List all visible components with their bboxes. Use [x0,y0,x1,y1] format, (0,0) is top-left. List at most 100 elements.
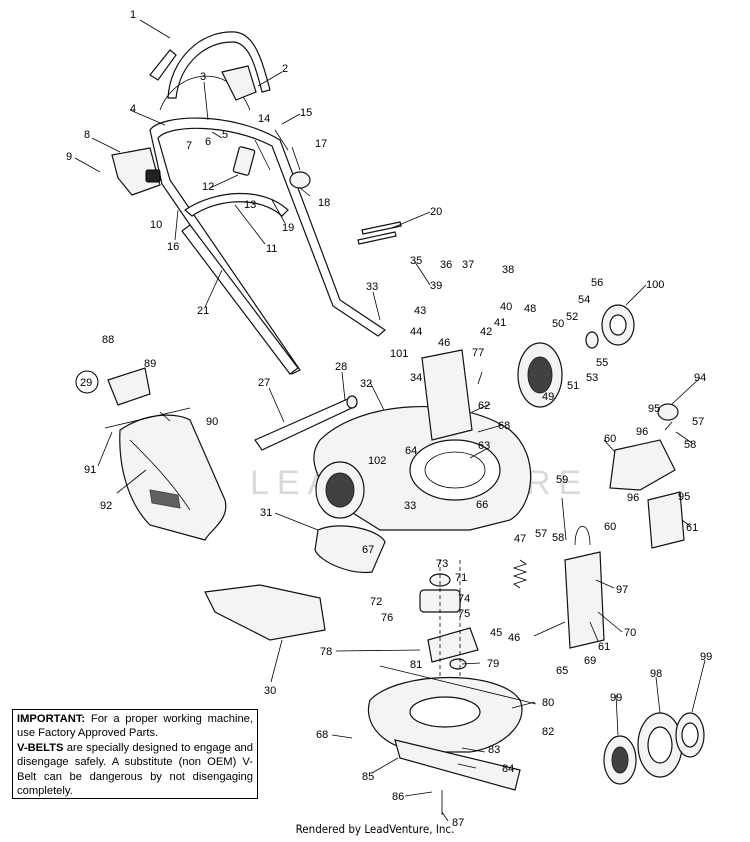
callout-label: 21 [197,305,209,317]
callout-label: 3 [200,71,206,83]
notice-text-vbelts: are specially designed to engage and dis… [17,741,253,798]
callout-label: 66 [476,499,488,511]
callout-label: 2 [282,63,288,75]
callout-label: 89 [144,358,156,370]
callout-label: 67 [362,544,374,556]
callout-label: 95 [648,403,660,415]
callout-label: 72 [370,596,382,608]
callout-label: 18 [318,197,330,209]
callout-label: 54 [578,294,590,306]
callout-label: 38 [502,264,514,276]
callout-label: 70 [624,627,636,639]
callout-label: 47 [514,533,526,545]
callout-label: 60 [604,433,616,445]
callout-label: 12 [202,181,214,193]
callout-label: 19 [282,222,294,234]
callout-label: 61 [598,641,610,653]
callout-label: 88 [102,334,114,346]
callout-label: 49 [542,391,554,403]
callout-label: 63 [478,440,490,452]
callout-label: 74 [458,593,470,605]
callout-label: 94 [694,372,706,384]
notice-heading-vbelts: V-BELTS [17,741,64,754]
callout-label: 1 [130,9,136,21]
callout-label: 69 [584,655,596,667]
callout-label: 98 [650,668,662,680]
callout-label: 39 [430,280,442,292]
callout-label: 11 [266,243,277,255]
callout-label: 59 [556,474,568,486]
callout-label: 32 [360,378,372,390]
callout-label: 102 [368,455,386,467]
callout-label: 95 [678,491,690,503]
callout-label: 33 [404,500,416,512]
discharge-chute [204,584,326,641]
callout-label: 15 [300,107,312,119]
callout-label: 87 [452,817,464,829]
callout-label: 80 [542,697,554,709]
callout-label: 5 [222,129,228,141]
callout-label: 83 [488,744,500,756]
callout-label: 50 [552,318,564,330]
callout-label: 8 [84,129,90,141]
callout-label: 42 [480,326,492,338]
callout-label: 33 [366,281,378,293]
callout-label: 64 [405,445,417,457]
callout-label: 75 [458,608,470,620]
reference-badge [75,370,99,394]
callout-label: 97 [616,584,628,596]
callout-label: 40 [500,301,512,313]
callout-label: 99 [700,651,712,663]
callout-label: 96 [636,426,648,438]
callout-label: 45 [490,627,502,639]
callout-label: 57 [692,416,704,428]
callout-label: 55 [596,357,608,369]
callout-label: 48 [524,303,536,315]
callout-label: 62 [478,400,490,412]
callout-label: 43 [414,305,426,317]
callout-label: 77 [472,347,484,359]
callout-label: 10 [150,219,162,231]
callout-label: 27 [258,377,270,389]
callout-label: 53 [586,372,598,384]
callout-label: 35 [410,255,422,267]
callout-label: 20 [430,206,442,218]
reference-badge-label: 29 [80,377,92,389]
callout-label: 46 [438,337,450,349]
callout-label: 81 [410,659,422,671]
callout-label: 101 [390,348,408,360]
callout-label: 92 [100,500,112,512]
callout-label: 16 [167,241,179,253]
grass-bag [119,414,227,541]
callout-label: 41 [494,317,506,329]
callout-label: 73 [436,558,448,570]
callout-label: 4 [130,103,136,115]
callout-label: 37 [462,259,474,271]
callout-label: 99 [610,692,622,704]
callout-label: 58 [552,532,564,544]
callout-label: 13 [244,199,256,211]
notice-text-parts: For a proper working machine, use Factor… [17,713,253,740]
upper-handle [167,31,271,99]
callout-label: 58 [684,439,696,451]
render-credit: Rendered by LeadVenture, Inc. [295,822,455,836]
callout-label: 100 [646,279,664,291]
callout-label: 79 [487,658,499,670]
callout-label: 6 [205,136,211,148]
callout-label: 96 [627,492,639,504]
callout-label: 71 [455,572,467,584]
callout-label: 14 [258,113,270,125]
callout-label: 86 [392,791,404,803]
lower-handle-frame [149,117,386,375]
callout-label: 9 [66,151,72,163]
callout-label: 68 [316,729,328,741]
callout-label: 91 [84,464,96,476]
callout-label: 76 [381,612,393,624]
callout-label: 85 [362,771,374,783]
callout-labels: 1 2 3 4 5 6 7 8 9 10 11 12 13 14 15 16 1… [66,9,712,829]
callout-label: 90 [206,416,218,428]
callout-label: 84 [502,763,514,775]
callout-label: 30 [264,685,276,697]
